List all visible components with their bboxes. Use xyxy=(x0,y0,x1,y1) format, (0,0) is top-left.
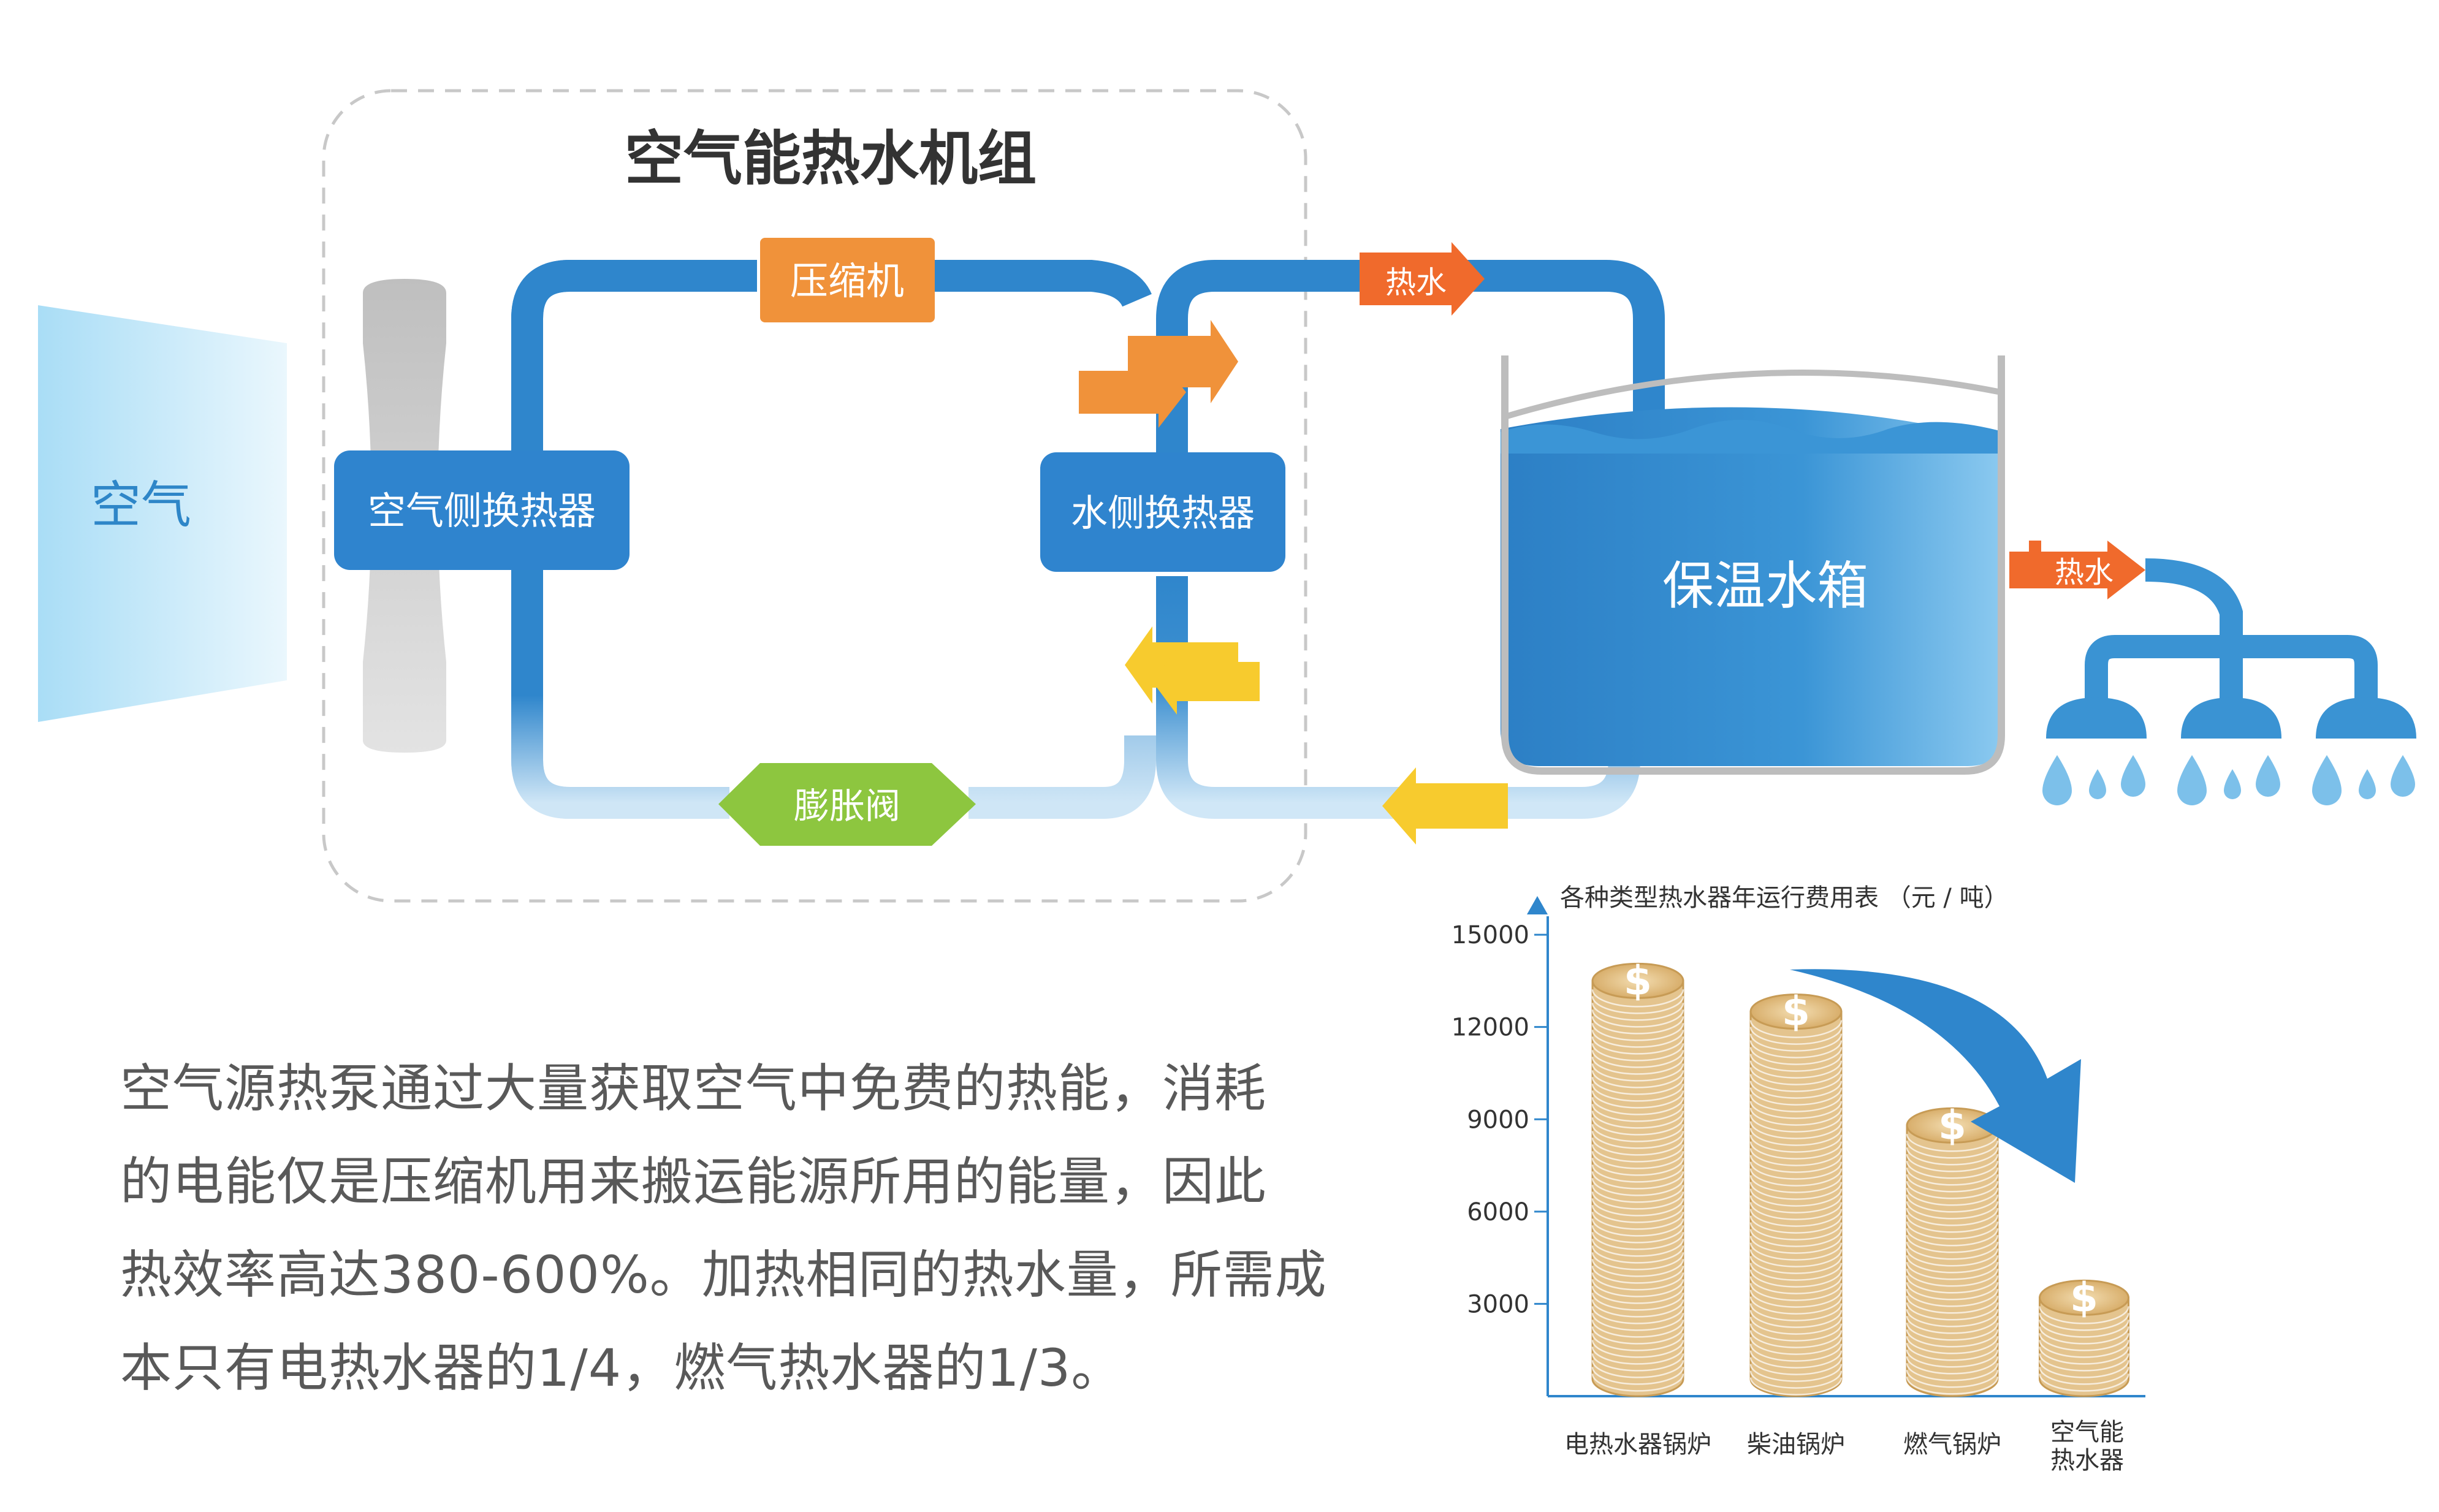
refrigerant-left-lower xyxy=(511,564,729,819)
hot-water-top-label: 热水 xyxy=(1385,265,1447,300)
x-category-label: 燃气锅炉 xyxy=(1903,1430,2001,1459)
decrease-arrow xyxy=(1790,969,2081,1183)
dollar-icon: $ xyxy=(2070,1274,2098,1321)
hot-water-arrow-top: 热水 xyxy=(1360,242,1485,316)
x-category-label: 热水器 xyxy=(2050,1446,2124,1475)
y-tick-label: 6000 xyxy=(1467,1198,1529,1226)
insulated-tank: 保温水箱 xyxy=(1501,355,2005,775)
unit-title: 空气能热水机组 xyxy=(625,124,1037,193)
coin-stack-bar: $ xyxy=(1906,1101,1999,1397)
compressor: 压缩机 xyxy=(760,238,935,322)
expansion-valve: 膨胀阀 xyxy=(718,763,976,846)
water-drops xyxy=(2042,755,2415,805)
shower-heads xyxy=(2046,697,2416,739)
y-tick-label: 3000 xyxy=(1467,1290,1529,1318)
air-intake: 空气 xyxy=(38,305,287,722)
dollar-icon: $ xyxy=(1782,988,1810,1035)
hot-water-arrow-out: 热水 xyxy=(2009,541,2145,599)
x-category-label: 柴油锅炉 xyxy=(1747,1430,1845,1459)
chart-y-axis-arrow xyxy=(1527,896,1548,914)
description-line: 空气源热泵通过大量获取空气中免费的热能，消耗 xyxy=(120,1058,1267,1119)
expansion-valve-label: 膨胀阀 xyxy=(794,785,900,827)
unit-boundary xyxy=(322,89,1307,903)
description-line: 的电能仅是压缩机用来搬运能源所用的能量，因此 xyxy=(120,1152,1267,1212)
chart-title: 各种类型热水器年运行费用表 （元 / 吨） xyxy=(1560,884,2009,912)
heat-transfer-arrows-orange xyxy=(1079,320,1238,428)
refrigerant-left-upper xyxy=(511,260,757,466)
description-line: 本只有电热水器的1/4，燃气热水器的1/3。 xyxy=(120,1338,1124,1398)
dollar-icon: $ xyxy=(1938,1101,1966,1149)
tank-label: 保温水箱 xyxy=(1662,556,1868,616)
air-side-exchanger: 空气侧换热器 xyxy=(334,450,630,570)
hot-water-out-label: 热水 xyxy=(2055,555,2114,590)
y-tick-label: 15000 xyxy=(1452,921,1529,949)
description: 空气源热泵通过大量获取空气中免费的热能，消耗 的电能仅是压缩机用来搬运能源所用的… xyxy=(120,1042,1327,1415)
y-tick-label: 12000 xyxy=(1452,1014,1529,1042)
x-category-label: 空气能 xyxy=(2050,1418,2124,1446)
coin-stack-bar: $ xyxy=(1749,988,1843,1397)
shower-pipes xyxy=(2085,558,2378,705)
description-line: 热效率高达380-600%。加热相同的热水量，所需成 xyxy=(120,1245,1327,1305)
cost-chart: 各种类型热水器年运行费用表 （元 / 吨） 3000 6000 9000 12000 1… xyxy=(1452,884,2145,1475)
compressor-label: 压缩机 xyxy=(790,259,904,303)
x-category-label: 电热水器锅炉 xyxy=(1564,1430,1711,1459)
water-side-exchanger: 水侧换热器 xyxy=(1040,452,1285,572)
return-arrows-yellow xyxy=(1125,626,1508,845)
air-exchanger-label: 空气侧换热器 xyxy=(368,488,596,533)
air-label: 空气 xyxy=(91,476,191,534)
water-exchanger-label: 水侧换热器 xyxy=(1071,492,1255,535)
dollar-icon: $ xyxy=(1624,957,1652,1004)
y-tick-label: 9000 xyxy=(1467,1106,1529,1134)
coin-stack-bar: $ xyxy=(1591,957,1684,1397)
coin-stack-bar: $ xyxy=(2039,1274,2129,1397)
